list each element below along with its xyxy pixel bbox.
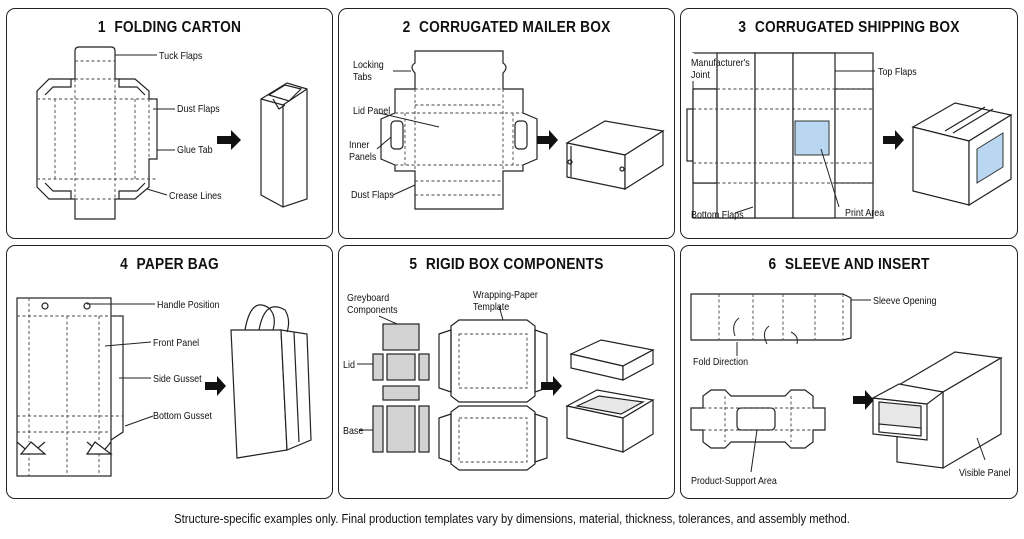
label-side-gusset: Side Gusset bbox=[153, 373, 202, 385]
folding-carton-diagram bbox=[36, 46, 308, 220]
label-fold-direction: Fold Direction bbox=[693, 356, 749, 368]
label-handle-position: Handle Position bbox=[157, 299, 220, 311]
shipping-box-diagram bbox=[686, 52, 1013, 219]
label-dust-flaps: Dust Flaps bbox=[177, 103, 220, 115]
label-product-support-area: Product-Support Area bbox=[691, 475, 777, 487]
footer-note: Structure-specific examples only. Final … bbox=[174, 512, 850, 526]
sleeve-insert-diagram bbox=[690, 293, 1003, 473]
mailer-box-diagram bbox=[376, 50, 665, 210]
label-greyboard-components: Greyboard Components bbox=[347, 292, 398, 316]
label-lid: Lid bbox=[343, 359, 355, 371]
label-crease-lines: Crease Lines bbox=[169, 190, 222, 202]
label-tuck-flaps: Tuck Flaps bbox=[159, 50, 203, 62]
label-locking-tabs: Locking Tabs bbox=[353, 59, 384, 83]
label-visible-panel: Visible Panel bbox=[959, 467, 1011, 479]
label-manufacturers-joint: Manufacturer's Joint bbox=[691, 57, 750, 81]
label-dust-flaps: Dust Flaps bbox=[351, 189, 394, 201]
paper-bag-diagram bbox=[16, 297, 312, 477]
label-base: Base bbox=[343, 425, 364, 437]
label-lid-panel: Lid Panel bbox=[353, 105, 391, 117]
label-front-panel: Front Panel bbox=[153, 337, 200, 349]
label-bottom-flaps: Bottom Flaps bbox=[691, 209, 744, 221]
label-print-area: Print Area bbox=[845, 207, 885, 219]
rigid-box-diagram bbox=[357, 305, 655, 471]
label-wrapping-paper-template: Wrapping-Paper Template bbox=[473, 289, 538, 313]
label-glue-tab: Glue Tab bbox=[177, 144, 213, 156]
label-sleeve-opening: Sleeve Opening bbox=[873, 295, 937, 307]
label-top-flaps: Top Flaps bbox=[878, 66, 917, 78]
label-bottom-gusset: Bottom Gusset bbox=[153, 410, 213, 422]
label-inner-panels: Inner Panels bbox=[349, 139, 377, 163]
